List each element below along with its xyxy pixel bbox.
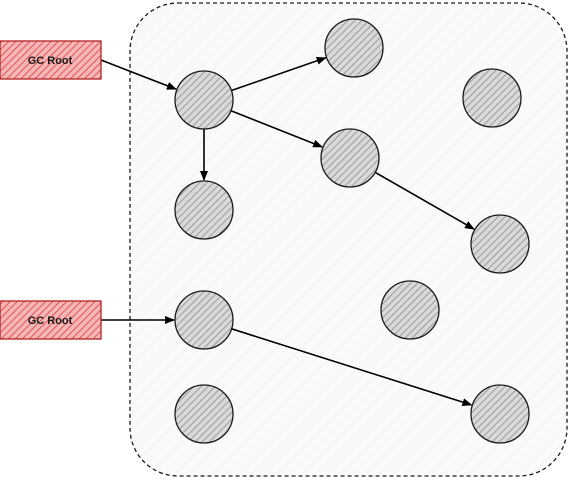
heap-object-b: [174, 180, 234, 240]
heap-objects: [174, 18, 530, 444]
heap-object-f: [174, 290, 234, 350]
heap-object-h: [462, 68, 522, 128]
heap-object-c: [320, 128, 380, 188]
reference-edges: [100, 56, 475, 406]
heap-object-j: [174, 384, 234, 444]
edge-F-to-G: [231, 328, 473, 406]
edge-root1-to-A: [100, 59, 177, 90]
gc-roots: GC Root GC Root: [0, 40, 102, 340]
heap-object-e: [470, 214, 530, 274]
heap-object-a: [174, 70, 234, 130]
gc-root-1: GC Root: [0, 40, 102, 80]
gc-root-2: GC Root: [0, 300, 102, 340]
edge-A-to-D: [231, 56, 327, 92]
heap-region: [129, 2, 568, 477]
gc-root-1-label: GC Root: [28, 55, 73, 67]
heap-object-g: [470, 384, 530, 444]
edge-A-to-C: [230, 109, 324, 148]
heap-object-i: [380, 280, 440, 340]
edge-C-to-E: [374, 171, 475, 230]
heap-object-d: [324, 18, 384, 78]
gc-root-2-label: GC Root: [28, 315, 73, 327]
